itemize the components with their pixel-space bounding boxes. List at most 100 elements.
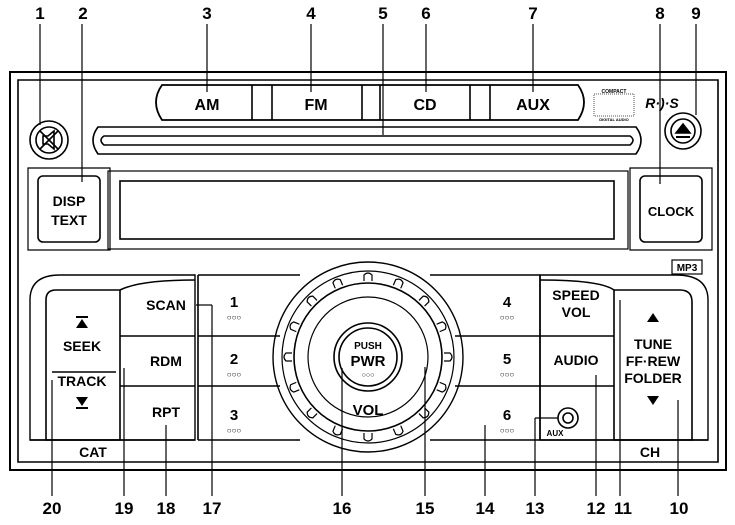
- compact-logo-bottom: DIGITAL AUDIO: [599, 117, 628, 122]
- callout-1: 1: [35, 4, 44, 23]
- outer-panel: [9, 71, 727, 471]
- mute-button[interactable]: [29, 120, 69, 160]
- preset-left-column: [197, 274, 300, 441]
- callout-2: 2: [78, 4, 87, 23]
- knob-grip-marks: [283, 272, 453, 442]
- knob-grip-mark: [332, 425, 344, 436]
- scan-button[interactable]: SCAN: [146, 297, 186, 313]
- callout-12: 12: [587, 499, 606, 518]
- seek-down-icon[interactable]: [76, 397, 88, 409]
- ff-rew-label[interactable]: FF·REW: [626, 353, 681, 369]
- source-strip: [155, 84, 585, 121]
- callout-6: 6: [421, 4, 430, 23]
- knob-grip-mark: [436, 321, 447, 333]
- knob-grip-mark: [363, 433, 373, 442]
- leader-lines: [39, 24, 697, 496]
- cd-slot[interactable]: [92, 126, 642, 155]
- knob-grip-mark: [444, 352, 453, 362]
- knob-grip-mark: [418, 295, 430, 307]
- preset-dots-4: ○○○: [500, 313, 515, 322]
- preset-right-column: [430, 274, 541, 441]
- right-cluster: [539, 274, 709, 441]
- clock-label: CLOCK: [648, 204, 695, 219]
- preset-1[interactable]: 1: [230, 294, 238, 311]
- callout-16: 16: [333, 499, 352, 518]
- compact-disc-logo: [593, 93, 635, 117]
- callout-11: 11: [614, 499, 632, 518]
- push-label: PUSH: [354, 341, 382, 352]
- callout-9: 9: [691, 4, 700, 23]
- preset-6[interactable]: 6: [503, 407, 511, 424]
- callout-14: 14: [476, 499, 495, 518]
- clock-button[interactable]: [639, 175, 703, 243]
- preset-dots-2: ○○○: [227, 370, 242, 379]
- callout-3: 3: [202, 4, 211, 23]
- callout-18: 18: [157, 499, 176, 518]
- seek-label[interactable]: SEEK: [63, 338, 101, 354]
- disp-text-button[interactable]: [37, 175, 101, 243]
- knob-grip-mark: [306, 407, 318, 419]
- callout-10: 10: [670, 499, 689, 518]
- callout-20: 20: [43, 499, 62, 518]
- knob-grip-mark: [436, 381, 447, 393]
- aux-button[interactable]: AUX: [516, 97, 550, 114]
- preset-5[interactable]: 5: [503, 351, 511, 368]
- tune-down-icon[interactable]: [647, 396, 659, 405]
- callout-5: 5: [378, 4, 387, 23]
- pwr-label: PWR: [351, 353, 386, 370]
- preset-4[interactable]: 4: [503, 294, 512, 311]
- preset-2[interactable]: 2: [230, 351, 238, 368]
- preset-dots-3: ○○○: [227, 426, 242, 435]
- preset-dots-5: ○○○: [500, 370, 515, 379]
- callout-8: 8: [655, 4, 664, 23]
- knob-grip-mark: [283, 352, 292, 362]
- mp3-badge: [671, 259, 703, 275]
- pwr-dots: ○○○: [362, 372, 375, 379]
- eject-button[interactable]: [664, 112, 702, 150]
- audio-button[interactable]: AUDIO: [553, 352, 598, 368]
- folder-label[interactable]: FOLDER: [624, 370, 682, 386]
- rpt-button[interactable]: RPT: [152, 404, 180, 420]
- ch-button[interactable]: CH: [640, 444, 660, 460]
- callout-13: 13: [526, 499, 545, 518]
- callout-15: 15: [416, 499, 435, 518]
- inner-panel: [17, 79, 719, 463]
- knob-grip-mark: [332, 278, 344, 289]
- cat-button[interactable]: CAT: [79, 444, 107, 460]
- left-cluster: [29, 274, 196, 441]
- speed-label[interactable]: SPEED: [552, 287, 599, 303]
- speed-vol-label[interactable]: VOL: [562, 304, 591, 320]
- display-screen: [119, 180, 615, 240]
- compact-logo-top: COMPACT: [602, 89, 627, 95]
- preset-3[interactable]: 3: [230, 407, 238, 424]
- callout-4: 4: [306, 4, 316, 23]
- mp3-label: MP3: [677, 263, 698, 274]
- knob-grip-mark: [418, 407, 430, 419]
- text-label: TEXT: [51, 212, 87, 228]
- tune-up-icon[interactable]: [647, 313, 659, 322]
- callout-7: 7: [528, 4, 537, 23]
- aux-jack-label: AUX: [547, 429, 565, 438]
- volume-knob[interactable]: [272, 261, 464, 453]
- rdm-button[interactable]: RDM: [150, 353, 182, 369]
- knob-grip-mark: [392, 278, 404, 289]
- callout-17: 17: [203, 499, 222, 518]
- aux-jack[interactable]: [557, 407, 579, 429]
- callout-19: 19: [115, 499, 134, 518]
- tune-label[interactable]: TUNE: [634, 336, 672, 352]
- fm-button[interactable]: FM: [304, 97, 327, 114]
- knob-grip-mark: [306, 295, 318, 307]
- am-button[interactable]: AM: [195, 97, 220, 114]
- knob-grip-mark: [392, 425, 404, 436]
- disp-label: DISP: [53, 193, 86, 209]
- knob-grip-mark: [363, 272, 373, 281]
- seek-up-icon[interactable]: [76, 316, 88, 328]
- vol-label: VOL: [353, 402, 384, 419]
- preset-dots-1: ○○○: [227, 313, 242, 322]
- track-label[interactable]: TRACK: [58, 373, 107, 389]
- cd-button[interactable]: CD: [413, 97, 436, 114]
- knob-grip-mark: [289, 381, 300, 393]
- power-button[interactable]: [333, 322, 403, 392]
- rds-logo: R·)·S: [645, 95, 679, 111]
